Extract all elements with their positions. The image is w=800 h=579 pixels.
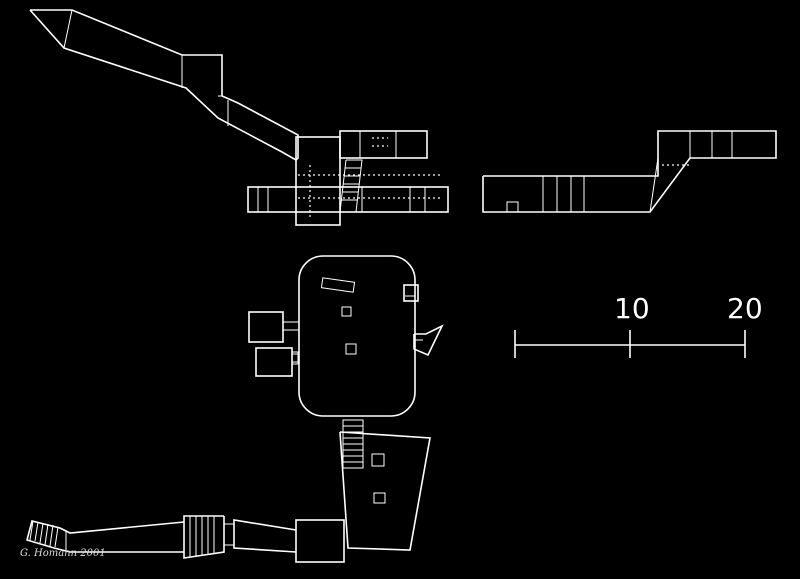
- scale-label-10: 10: [614, 292, 650, 325]
- plan-view: [26, 255, 444, 563]
- scale-label-20: 20: [727, 292, 763, 325]
- elevation-section-right: [482, 130, 777, 213]
- author-credit: G. Homann 2001: [20, 548, 106, 559]
- scale-bar: 10 20: [514, 292, 763, 358]
- elevation-section-left: [29, 9, 449, 226]
